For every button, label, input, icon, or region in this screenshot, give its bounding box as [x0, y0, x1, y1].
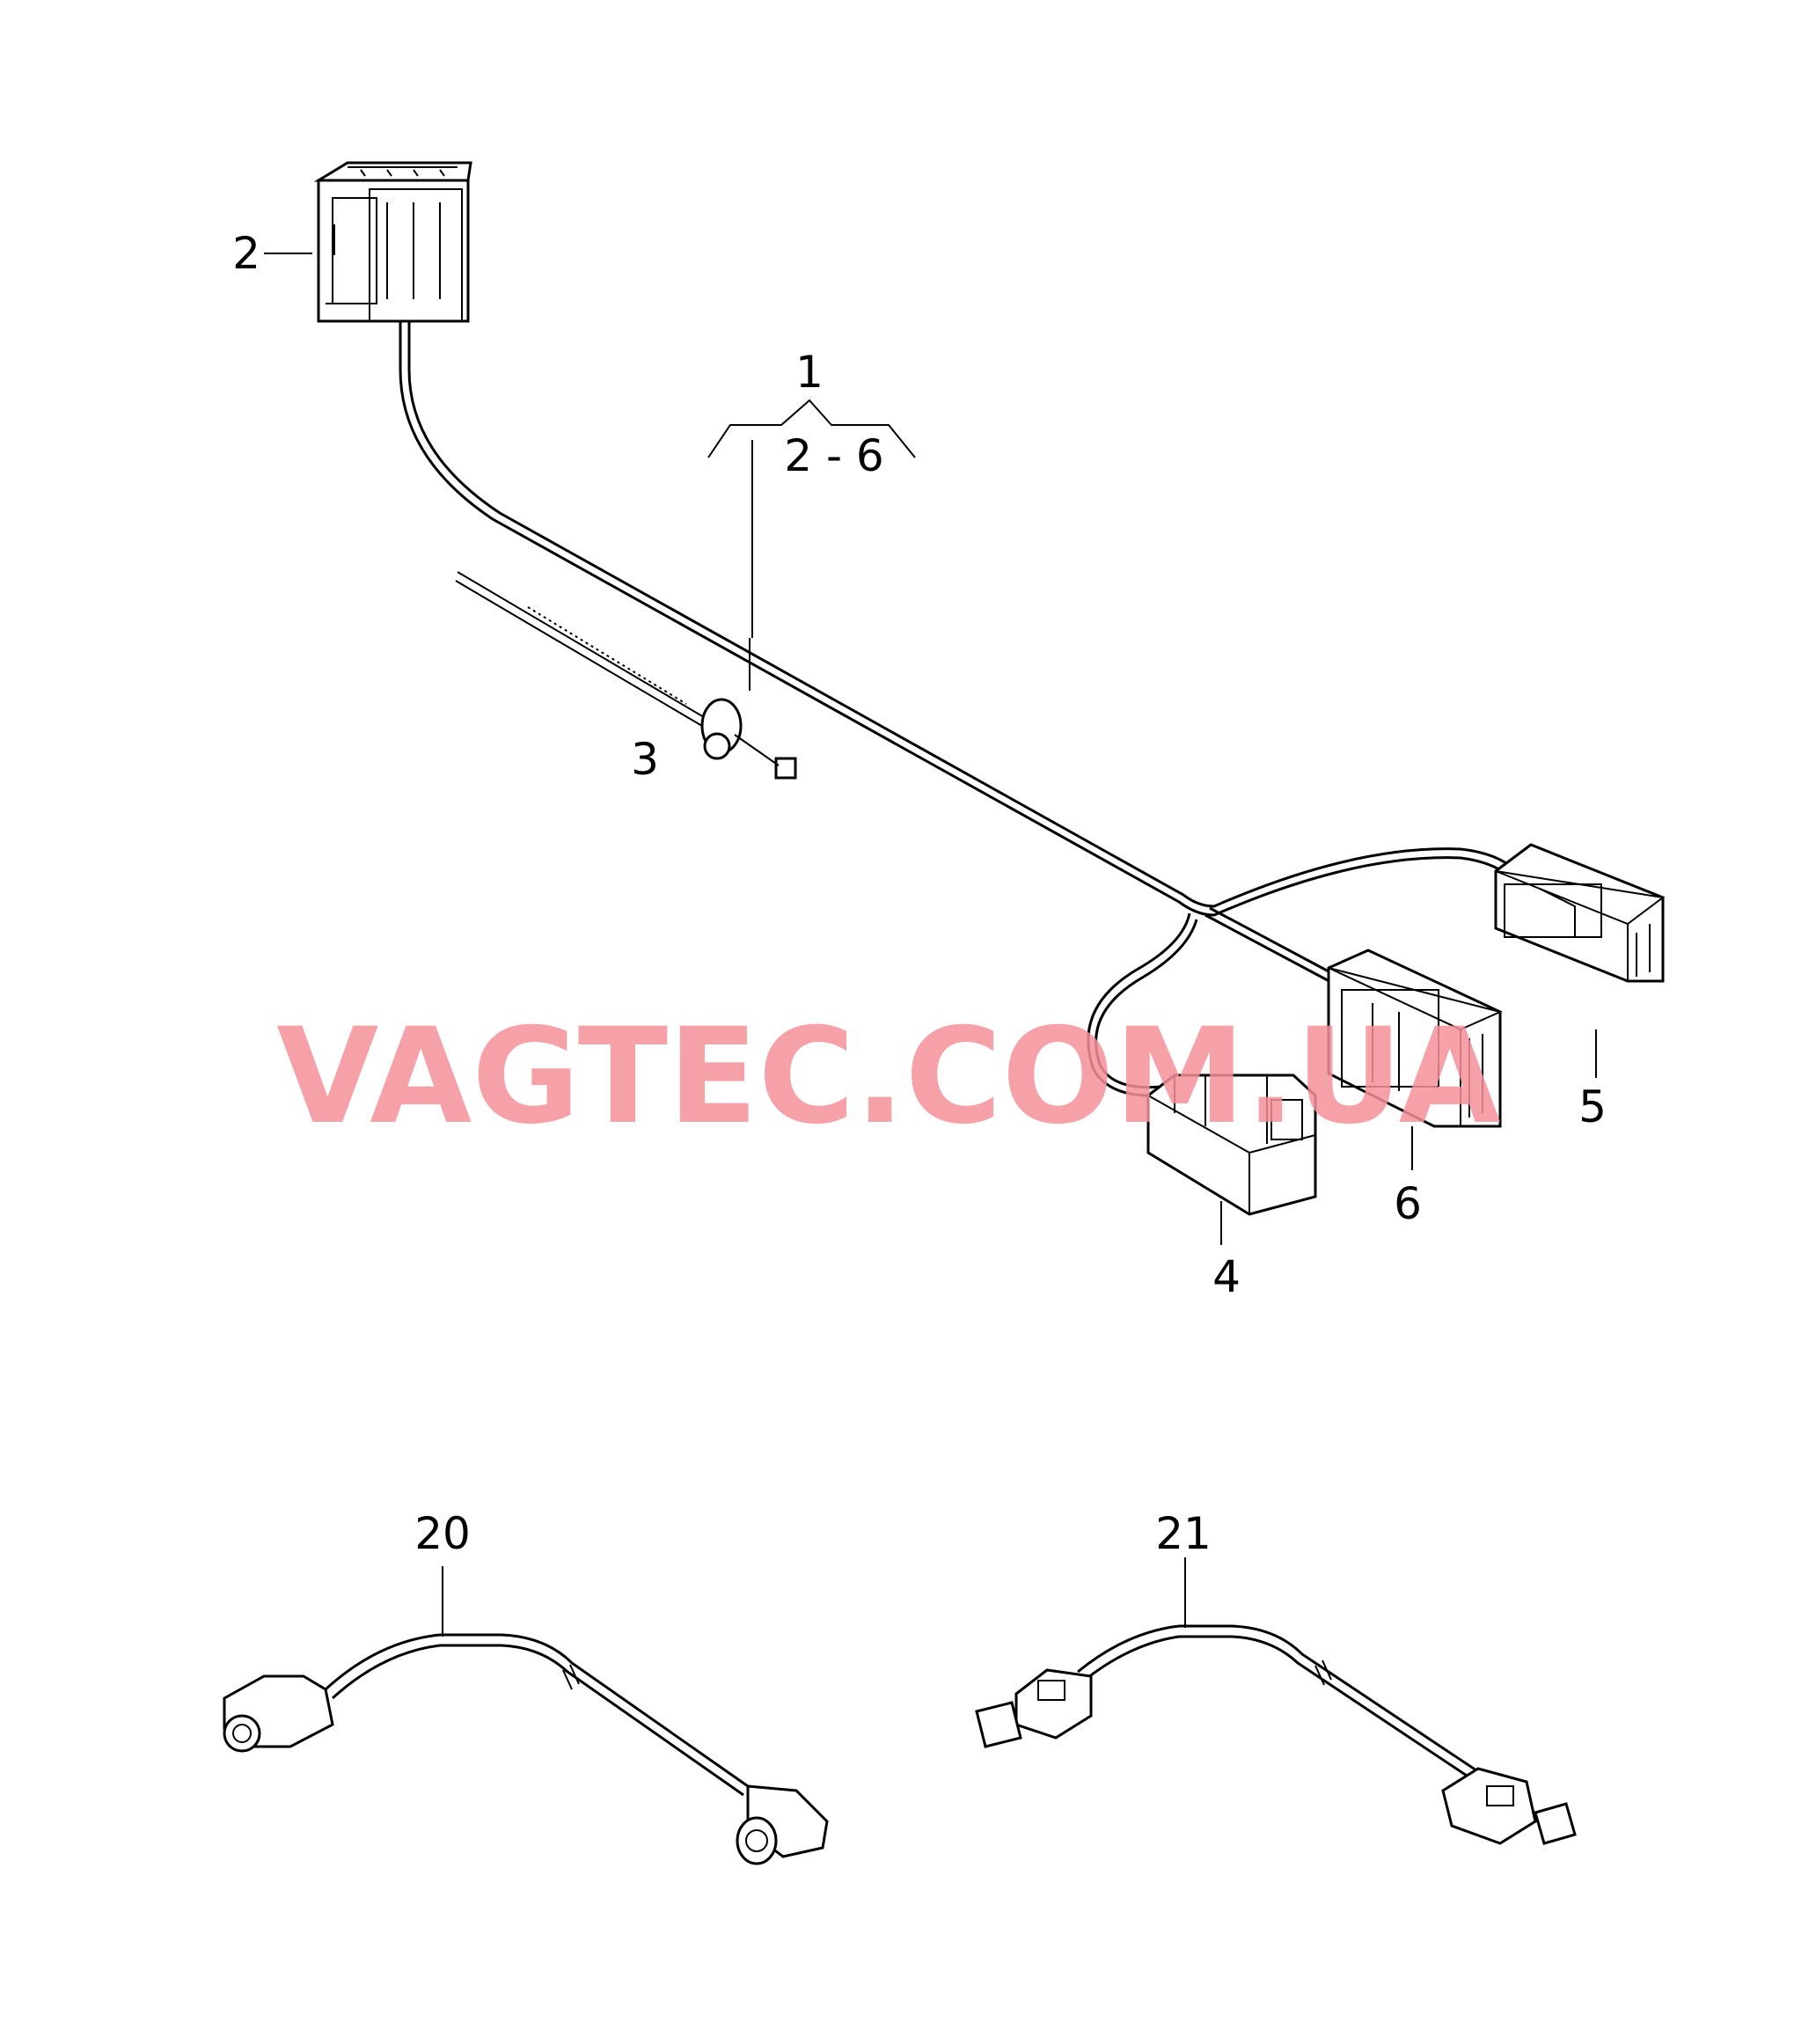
- connector-2: [313, 161, 472, 323]
- leader-1-bracket: [707, 399, 916, 458]
- watermark-text: VAGTEC.COM.UA: [276, 1000, 1500, 1154]
- label-4: 4: [1212, 1251, 1241, 1302]
- label-5: 5: [1578, 1081, 1607, 1132]
- label-1: 1: [795, 347, 824, 398]
- cable-tie-3: [455, 571, 797, 780]
- label-3: 3: [631, 734, 659, 785]
- label-21: 21: [1155, 1508, 1212, 1559]
- cable-21: [975, 1624, 1577, 1845]
- label-20: 20: [414, 1508, 471, 1559]
- connector-4: [1146, 1073, 1317, 1216]
- connector-5: [1494, 843, 1666, 983]
- cable-20: [223, 1633, 829, 1865]
- harness-cable: [399, 317, 1519, 1097]
- part-labels: 1 2 - 6 2 3 4 5 6 20 21: [232, 228, 1607, 1559]
- label-1-range: 2 - 6: [784, 430, 883, 481]
- connector-6: [1327, 949, 1504, 1128]
- label-6: 6: [1394, 1178, 1422, 1229]
- label-2: 2: [232, 228, 260, 279]
- leader-lines: [264, 253, 1597, 1637]
